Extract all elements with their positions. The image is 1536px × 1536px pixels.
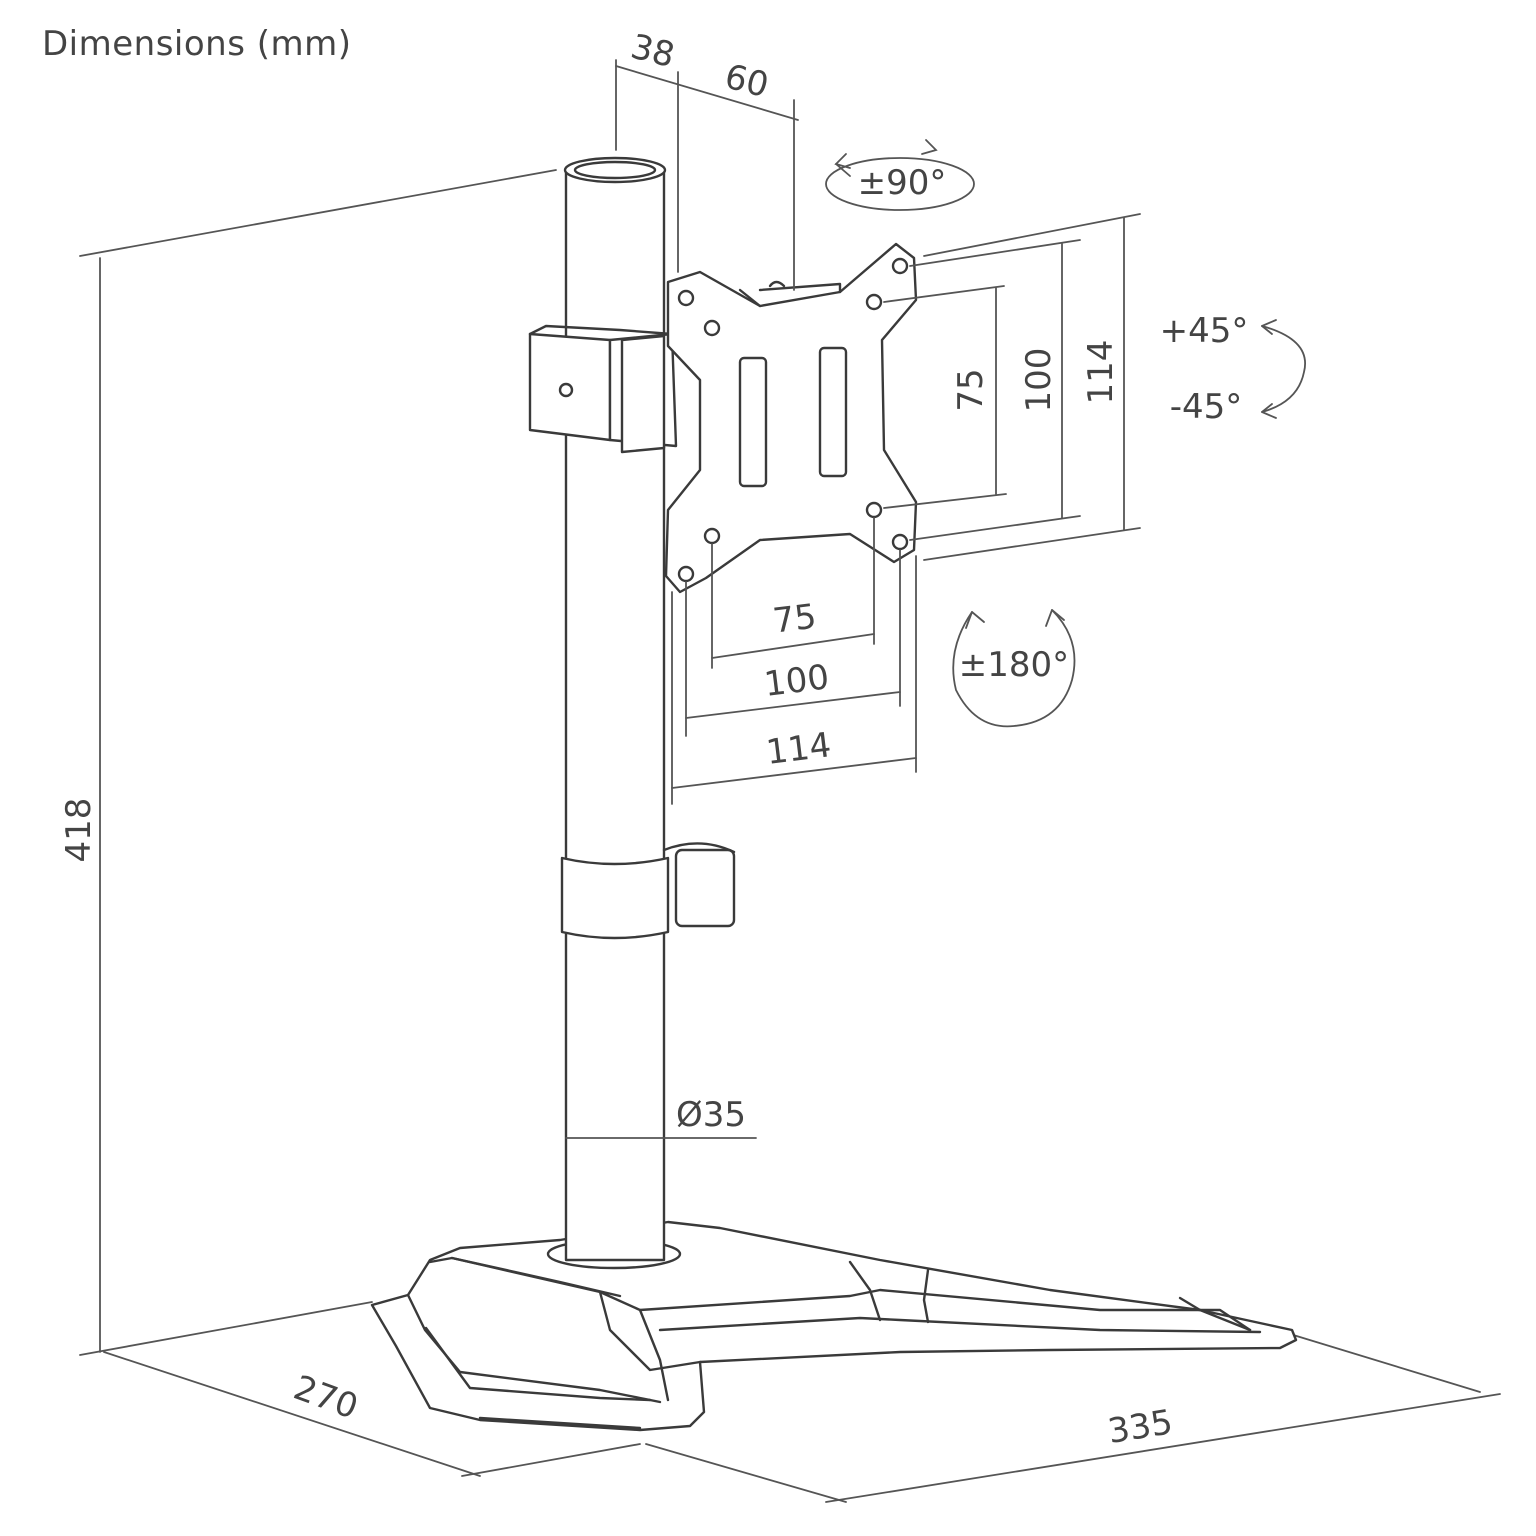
base-width-label: 335 xyxy=(1105,1402,1175,1452)
diagram-title: Dimensions (mm) xyxy=(42,24,352,64)
vesa-v-100-label: 100 xyxy=(1019,348,1059,413)
rotation-indicator xyxy=(952,609,1076,728)
swivel-indicator xyxy=(825,139,975,211)
top-dimension-lines xyxy=(615,59,799,291)
base-depth-label: 270 xyxy=(288,1368,363,1428)
height-dimension xyxy=(79,169,557,1356)
tilt-indicator xyxy=(1261,319,1306,419)
vesa-horizontal-dimensions xyxy=(671,517,917,805)
vesa-v-114-label: 114 xyxy=(1081,340,1121,405)
swivel-angle-label: ±90° xyxy=(858,163,947,203)
tilt-down-angle-label: -45° xyxy=(1170,387,1243,427)
pole-top-depth-label: 38 xyxy=(627,27,679,76)
vesa-h-114-label: 114 xyxy=(764,725,833,773)
vesa-h-100-label: 100 xyxy=(762,657,831,705)
base-dimension-lines xyxy=(103,1333,1501,1503)
rotation-angle-label: ±180° xyxy=(959,645,1069,685)
vesa-v-75-label: 75 xyxy=(951,368,991,411)
vesa-vertical-dimensions xyxy=(883,213,1141,561)
stand-base xyxy=(370,1220,1298,1432)
height-label: 418 xyxy=(59,798,99,863)
pole-clamp xyxy=(528,324,678,454)
tilt-up-angle-label: +45° xyxy=(1160,311,1249,351)
vesa-h-75-label: 75 xyxy=(771,597,819,642)
pole-diameter-label: Ø35 xyxy=(676,1095,746,1135)
vesa-plate xyxy=(664,242,918,594)
